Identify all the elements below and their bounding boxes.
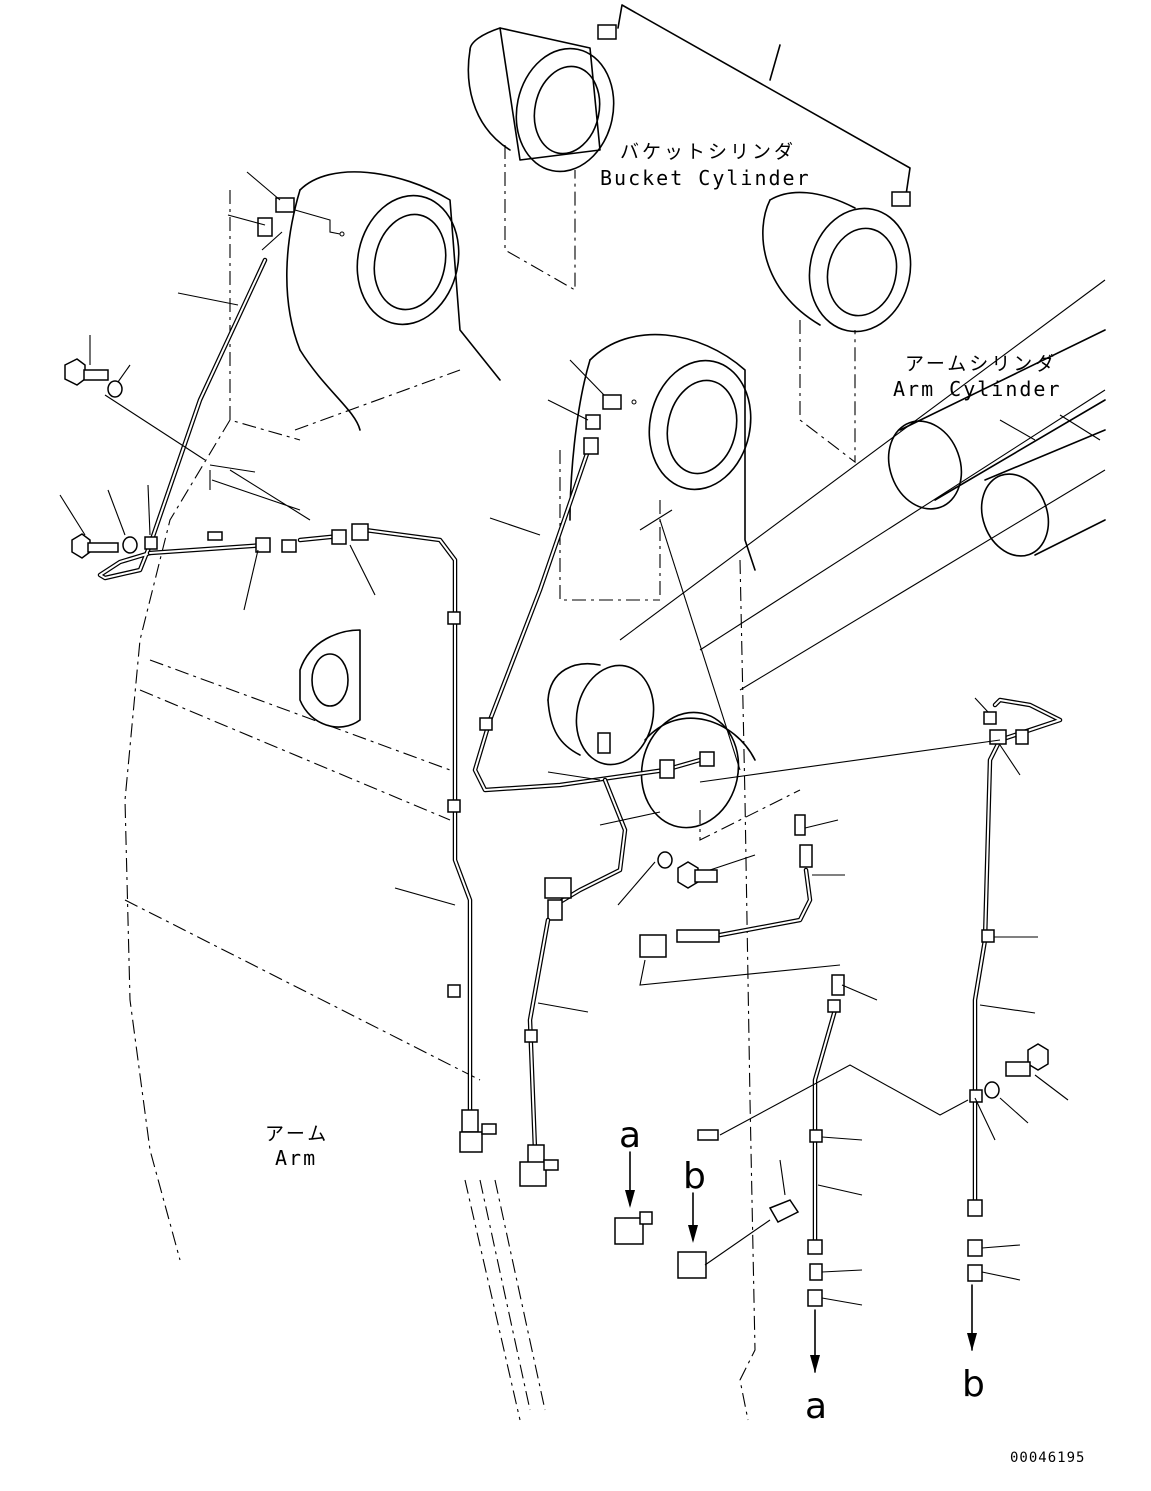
- arrow-a-bottom: [810, 1309, 820, 1373]
- arm-body-outline: [124, 419, 756, 1421]
- arrow-a-top: [625, 1151, 635, 1208]
- marker-a-top: a: [619, 1115, 641, 1156]
- clamp-left: [207, 531, 223, 541]
- bolt-lower-pin: [657, 851, 718, 889]
- arm-cylinder-label-jp: アームシリンダ: [905, 353, 1057, 375]
- callout-leaders: [59, 171, 1069, 1306]
- arm-inspection-plate: [299, 629, 361, 728]
- bolt-right: [984, 1043, 1049, 1099]
- bolt-left-upper: [64, 358, 123, 398]
- grease-hose-center: [519, 732, 628, 1187]
- grease-pipe-left-vertical: [297, 523, 497, 1153]
- marker-a-bottom: a: [805, 1386, 827, 1427]
- arrow-b-top: [688, 1192, 698, 1243]
- bucket-cylinder-label-en: Bucket Cylinder: [600, 166, 811, 190]
- grease-pipe-right: [699, 697, 1063, 1282]
- bolt-left-lower: [71, 533, 138, 559]
- connector-block-a: [614, 1211, 653, 1245]
- fitting-adapter: [704, 1199, 800, 1266]
- grease-pipe-center: [472, 394, 715, 793]
- arrow-b-bottom: [967, 1284, 977, 1351]
- bucket-cylinder-left: [467, 27, 615, 291]
- drawing-code: 00046195: [1010, 1450, 1085, 1466]
- bucket-link-left-boss: [209, 171, 501, 521]
- clip-small: [697, 1064, 969, 1141]
- arm-pin-boss-lower: [547, 663, 801, 841]
- grease-hose-right-short: [639, 814, 841, 986]
- grease-pipe-right-inner: [807, 974, 845, 1307]
- arm-label-en: Arm: [275, 1146, 317, 1170]
- marker-b-top: b: [683, 1156, 706, 1197]
- bucket-cylinder-right: [762, 191, 912, 464]
- arm-label-jp: アーム: [265, 1123, 329, 1145]
- bucket-cylinder-label-jp: バケットシリンダ: [620, 141, 796, 163]
- marker-b-bottom: b: [962, 1364, 985, 1405]
- arm-center-boss: [559, 333, 756, 601]
- connector-block-b: [677, 1251, 707, 1279]
- arm-cylinder: [619, 279, 1106, 691]
- arm-cylinder-label-en: Arm Cylinder: [893, 377, 1062, 401]
- bucket-cylinder-grease-line: [597, 4, 911, 207]
- grease-pipe-left: [97, 197, 345, 581]
